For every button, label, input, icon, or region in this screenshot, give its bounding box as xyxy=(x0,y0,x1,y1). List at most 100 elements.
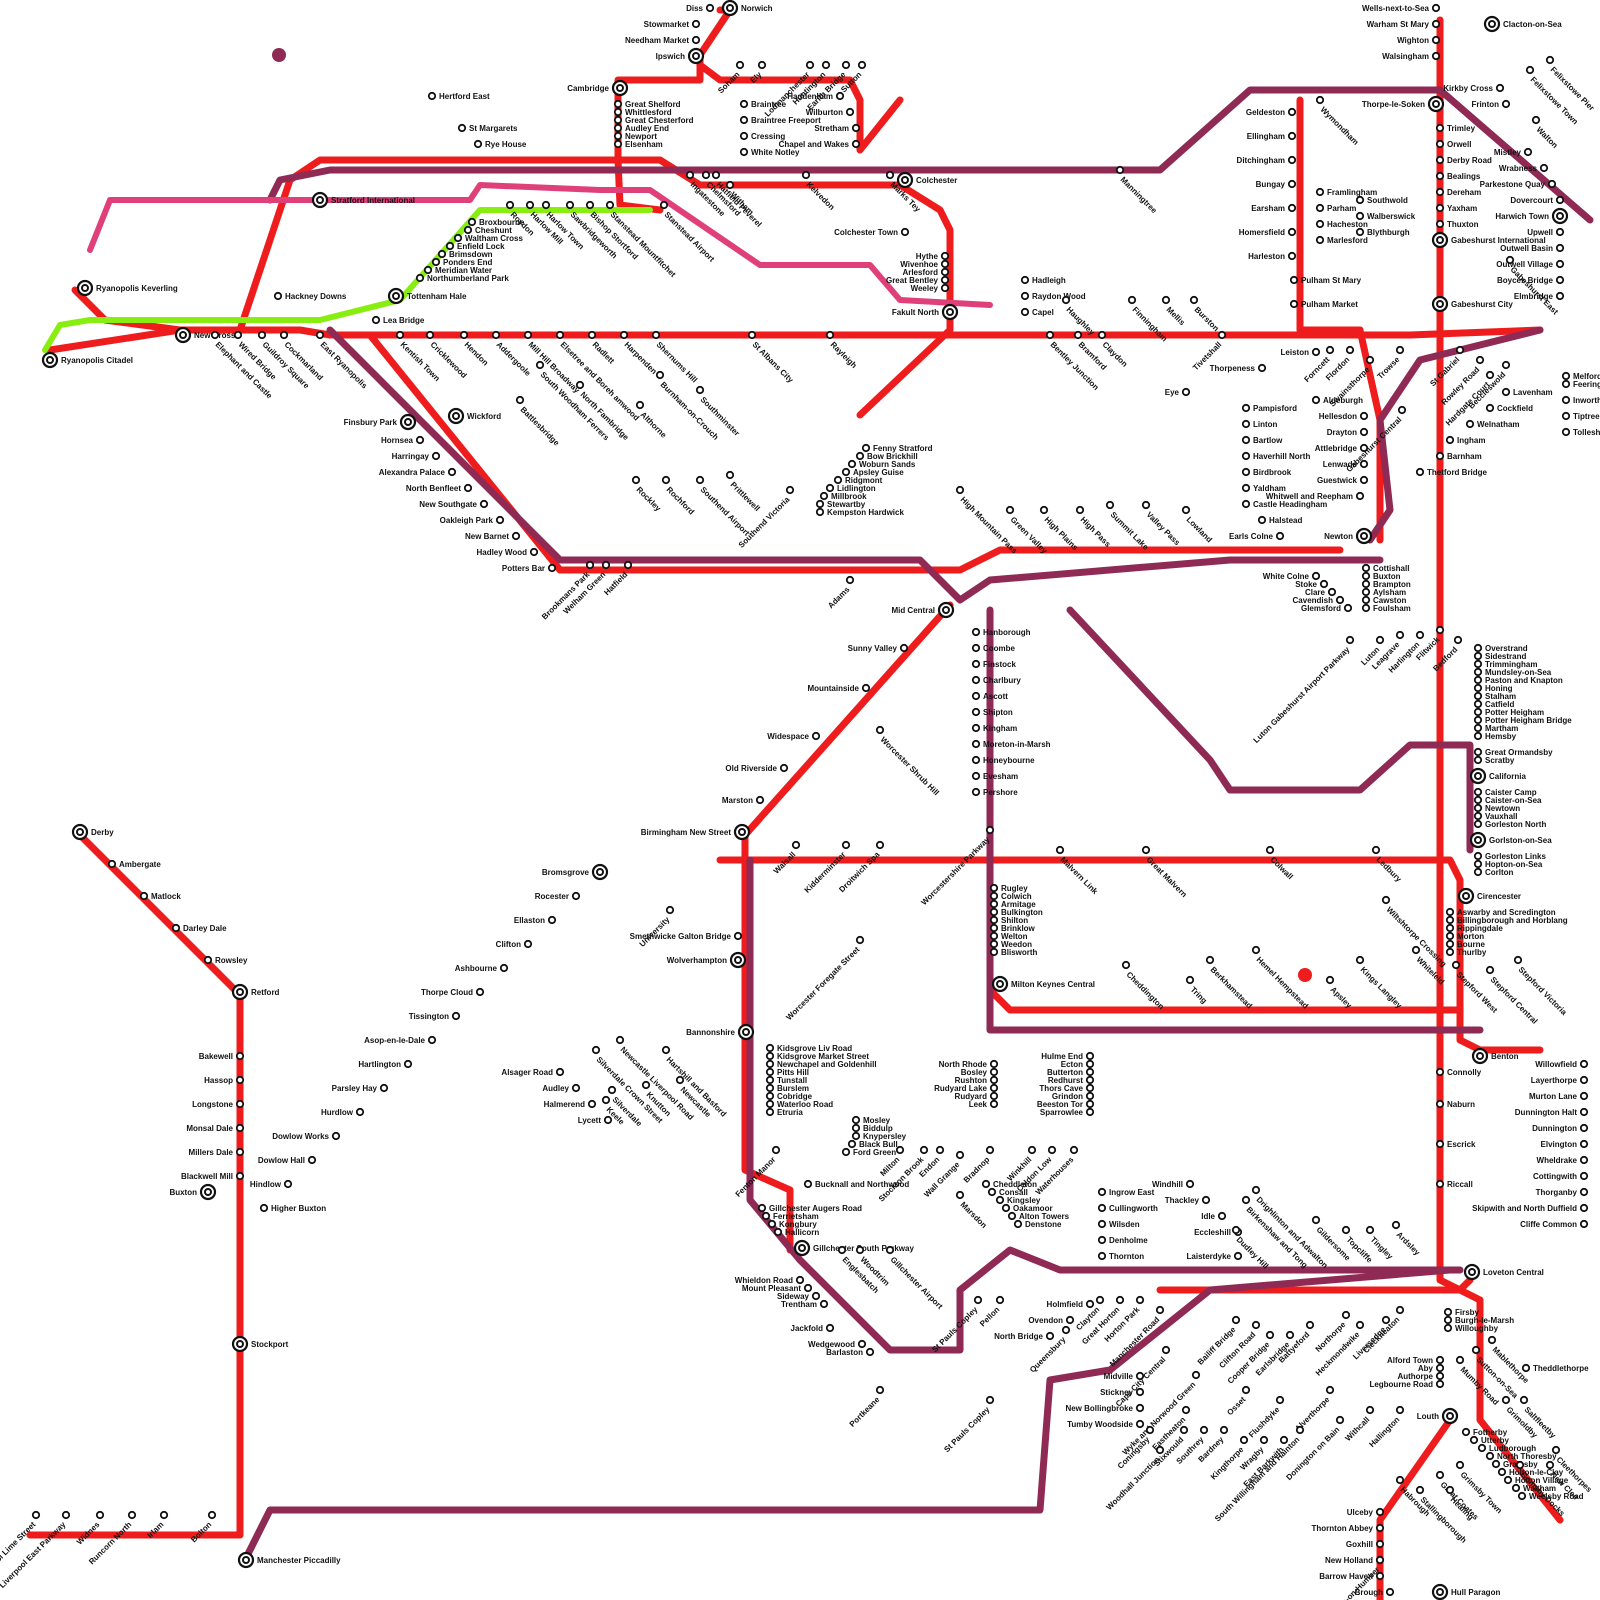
station[interactable]: Tiptree xyxy=(1561,411,1600,421)
station[interactable]: Boyces Bridge xyxy=(1497,275,1565,285)
station[interactable]: Welton xyxy=(989,931,1028,941)
station[interactable]: Cawston xyxy=(1361,595,1407,605)
station[interactable]: Ferrietsham xyxy=(761,1211,819,1221)
station[interactable]: Ulceby xyxy=(1347,1507,1385,1517)
station[interactable]: Hemsby xyxy=(1473,731,1517,741)
station[interactable]: Southend Airport xyxy=(695,475,752,538)
station[interactable]: Dereham xyxy=(1435,187,1481,197)
station[interactable]: Newton xyxy=(1324,527,1373,545)
station[interactable]: Kings Langley xyxy=(1355,955,1404,1011)
station[interactable]: Pulham Market xyxy=(1289,299,1358,309)
station[interactable]: Braintree xyxy=(739,99,787,109)
station[interactable]: Windhill xyxy=(1152,1179,1195,1189)
station[interactable]: Weeley xyxy=(911,283,950,293)
station[interactable]: Benton xyxy=(1471,1047,1519,1065)
station[interactable]: Pitts Hill xyxy=(765,1067,809,1077)
station[interactable]: Kongbury xyxy=(767,1219,818,1229)
station[interactable]: Rippingdale xyxy=(1445,923,1504,933)
station[interactable]: Rugley xyxy=(989,883,1028,893)
station[interactable]: Ridgmont xyxy=(833,475,883,485)
station[interactable]: Bolton xyxy=(189,1510,217,1545)
station[interactable]: Ledbury xyxy=(1371,845,1404,884)
station[interactable]: Etruria xyxy=(765,1107,804,1117)
station[interactable]: Butterton xyxy=(1047,1067,1095,1077)
station[interactable]: Alexandra Palace xyxy=(379,467,457,477)
station[interactable]: Barlaston xyxy=(826,1347,875,1357)
station[interactable]: Blisworth xyxy=(989,947,1038,957)
station[interactable]: Consall xyxy=(987,1187,1028,1197)
station[interactable]: Knypersley xyxy=(851,1131,907,1141)
station[interactable]: Hellesdon xyxy=(1319,411,1369,421)
station[interactable]: Cockfield xyxy=(1485,403,1533,413)
station[interactable]: Gillchester Augers Road xyxy=(757,1203,862,1213)
station[interactable]: Martham xyxy=(1473,723,1519,733)
station[interactable]: Guestwick xyxy=(1317,475,1369,485)
station[interactable]: Orwell xyxy=(1435,139,1472,149)
station[interactable]: North Thoresby xyxy=(1485,1451,1557,1461)
station[interactable]: Thetford Bridge xyxy=(1415,467,1488,477)
station[interactable]: Elmbridge xyxy=(1514,291,1565,301)
station[interactable]: Stoke xyxy=(1295,579,1329,589)
station[interactable]: Sparrowlee xyxy=(1040,1107,1095,1117)
station[interactable]: Ingham xyxy=(1445,435,1486,445)
station[interactable]: Osset xyxy=(1225,1385,1251,1417)
station[interactable]: Melford xyxy=(1561,371,1600,381)
station[interactable]: University xyxy=(638,905,675,949)
station[interactable]: Tring xyxy=(1185,975,1209,1006)
station[interactable]: Bosley xyxy=(961,1067,999,1077)
station[interactable]: Mellis xyxy=(1161,295,1187,328)
station[interactable]: Potters Bar xyxy=(502,563,557,573)
station[interactable]: North Rhode xyxy=(939,1059,999,1069)
station[interactable]: Cambridge xyxy=(567,79,629,97)
station[interactable]: New Bollingbroke xyxy=(1065,1403,1145,1413)
station[interactable]: Clifton xyxy=(496,939,533,949)
station[interactable]: Hallington xyxy=(1367,1405,1405,1449)
station[interactable]: Stewartby xyxy=(815,499,866,509)
station[interactable]: Foulsham xyxy=(1361,603,1411,613)
station[interactable]: Murton Lane xyxy=(1529,1091,1589,1101)
station[interactable]: Lavenham xyxy=(1501,387,1553,397)
station[interactable]: Weelsby Road xyxy=(1517,1491,1584,1501)
station[interactable]: Aldeburgh xyxy=(1311,395,1363,405)
station[interactable]: Retford xyxy=(231,983,280,1001)
station[interactable]: Hulme End xyxy=(1041,1051,1095,1061)
station[interactable]: Brimsdown xyxy=(437,249,493,259)
station[interactable]: Brampton xyxy=(1361,579,1411,589)
station[interactable]: Cheshunt xyxy=(463,225,512,235)
station[interactable]: Smethwicke Galton Bridge xyxy=(630,931,743,941)
station[interactable]: Brinklow xyxy=(989,923,1036,933)
station[interactable]: Aswarby and Scredington xyxy=(1445,907,1556,917)
station[interactable]: Trowse xyxy=(1376,345,1405,381)
station[interactable]: Upwell xyxy=(1527,227,1565,237)
station[interactable]: Lycett xyxy=(578,1115,613,1125)
station[interactable]: Armitage xyxy=(989,899,1036,909)
station[interactable]: Colchester Town xyxy=(834,227,910,237)
station[interactable]: Cullingworth xyxy=(1097,1203,1158,1213)
station[interactable]: Colchester xyxy=(896,171,957,189)
station[interactable]: Harringay xyxy=(392,451,441,461)
station[interactable]: Woburn Sands xyxy=(847,459,916,469)
station[interactable]: Old Riverside xyxy=(725,763,789,773)
station[interactable]: Tolleshunt Knights xyxy=(1561,427,1600,437)
station[interactable]: Longstone xyxy=(192,1099,245,1109)
station[interactable]: Kingham xyxy=(971,723,1017,733)
station[interactable]: Thorpe Cloud xyxy=(421,987,485,997)
station[interactable]: Pellon xyxy=(978,1295,1005,1329)
station[interactable]: Dovercourt xyxy=(1510,195,1565,205)
station[interactable]: Wheldrake xyxy=(1537,1155,1589,1165)
station[interactable]: Aby xyxy=(1418,1363,1445,1373)
station[interactable]: Sidestrand xyxy=(1473,651,1527,661)
station[interactable]: Skipwith and North Duffield xyxy=(1472,1203,1589,1213)
station[interactable]: Rochford xyxy=(661,475,696,517)
station[interactable]: Honing xyxy=(1473,683,1513,693)
station[interactable]: Cirencester xyxy=(1457,887,1521,905)
station[interactable]: Pulham St Mary xyxy=(1289,275,1362,285)
station[interactable]: High Pass xyxy=(1075,505,1113,549)
station[interactable]: Raydon Wood xyxy=(1020,291,1086,301)
station[interactable]: Trimley xyxy=(1435,123,1476,133)
station[interactable]: Wall Grange xyxy=(922,1150,965,1199)
station[interactable]: Worcester Shrub Hill xyxy=(875,725,941,797)
station[interactable]: Droitwich Spa xyxy=(837,840,885,894)
station[interactable]: Waterloo Road xyxy=(765,1099,833,1109)
station[interactable]: Haddenham xyxy=(787,91,845,101)
